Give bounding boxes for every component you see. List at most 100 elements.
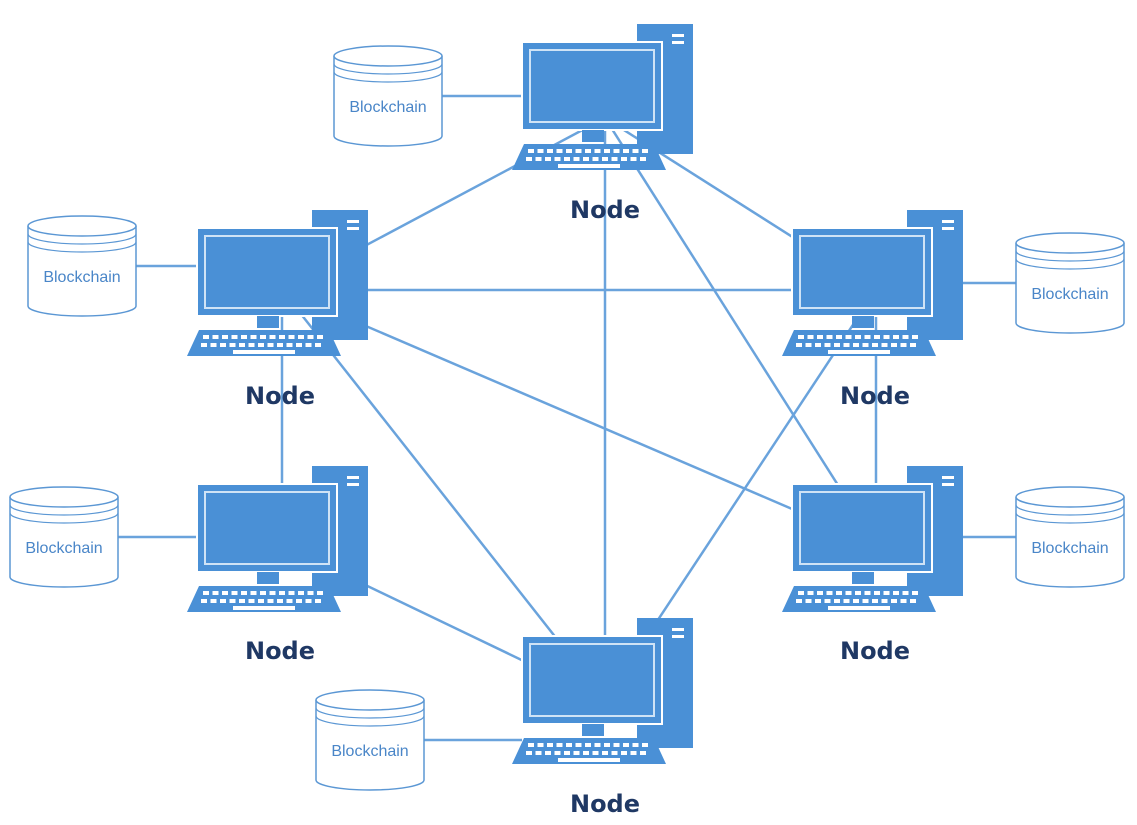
monitor-stand-icon — [852, 572, 874, 584]
keyboard-key-icon — [203, 335, 209, 339]
keyboard-key-icon — [843, 343, 850, 347]
keyboard-key-icon — [881, 599, 888, 603]
keyboard-key-icon — [805, 599, 812, 603]
keyboard-key-icon — [229, 599, 236, 603]
blockchain-label: Blockchain — [331, 743, 408, 760]
keyboard-key-icon — [845, 591, 852, 595]
keyboard-key-icon — [642, 149, 648, 153]
node-label: Node — [840, 637, 910, 665]
monitor-stand-icon — [582, 724, 604, 736]
keyboard-key-icon — [277, 599, 283, 603]
keyboard-key-icon — [604, 149, 610, 153]
keyboard-key-icon — [222, 591, 228, 595]
keyboard-key-icon — [815, 343, 821, 347]
monitor-screen — [529, 643, 655, 717]
keyboard-key-icon — [826, 591, 833, 595]
keyboard-key-icon — [296, 599, 302, 603]
keyboard-key-icon — [843, 599, 850, 603]
keyboard-key-icon — [910, 599, 916, 603]
keyboard-key-icon — [864, 591, 871, 595]
database-ring-icon — [1015, 258, 1125, 270]
keyboard-key-icon — [296, 343, 302, 347]
keyboard-key-icon — [874, 591, 880, 595]
database-top-icon — [27, 215, 137, 237]
keyboard-key-icon — [862, 599, 869, 603]
database-links — [118, 94, 1016, 742]
network-link-upper-left-to-bottom — [281, 289, 606, 701]
monitor-screen — [799, 491, 925, 565]
keyboard-key-icon — [258, 599, 264, 603]
keyboard-key-icon — [566, 743, 572, 747]
blockchain-label: Blockchain — [349, 99, 426, 116]
database-top-icon — [1015, 486, 1125, 508]
keyboard-key-icon — [566, 149, 572, 153]
keyboard-key-icon — [250, 335, 257, 339]
keyboard-key-icon — [575, 149, 582, 153]
keyboard-key-icon — [613, 743, 620, 747]
database-ring-icon — [1015, 504, 1125, 516]
keyboard-key-icon — [241, 335, 247, 339]
keyboard-key-icon — [564, 751, 570, 755]
database-cylinder-icon — [333, 56, 443, 147]
keyboard-key-icon — [853, 343, 859, 347]
keyboard-key-icon — [305, 599, 312, 603]
database-ring-icon — [315, 707, 425, 719]
tower-slot-icon — [942, 476, 954, 479]
keyboard-key-icon — [807, 335, 814, 339]
keyboard-key-icon — [229, 343, 236, 347]
keyboard-key-icon — [298, 591, 304, 595]
keyboard-key-icon — [231, 591, 238, 595]
keyboard-key-icon — [547, 149, 553, 153]
keyboard-key-icon — [881, 343, 888, 347]
keyboard-key-icon — [902, 591, 909, 595]
keyboard-key-icon — [864, 335, 871, 339]
keyboard-key-icon — [893, 591, 899, 595]
keyboard-key-icon — [288, 591, 295, 595]
keyboard-key-icon — [621, 157, 627, 161]
monitor-stand-icon — [257, 572, 279, 584]
keyboard-key-icon — [573, 751, 580, 755]
keyboard-key-icon — [315, 599, 321, 603]
tower-slot-icon — [942, 227, 954, 230]
keyboard-key-icon — [222, 335, 228, 339]
keyboard-spacebar-icon — [233, 606, 295, 610]
database-cylinder-icon — [1015, 497, 1125, 588]
keyboard-spacebar-icon — [828, 606, 890, 610]
database-top-icon — [315, 689, 425, 711]
keyboard-key-icon — [554, 751, 561, 755]
blockchain-database-bottom: Blockchain — [315, 689, 425, 791]
keyboard-key-icon — [817, 335, 823, 339]
keyboard-key-icon — [535, 751, 542, 755]
keyboard-key-icon — [853, 599, 859, 603]
tower-slot-icon — [672, 628, 684, 631]
keyboard-key-icon — [269, 335, 276, 339]
keyboard-key-icon — [796, 599, 802, 603]
database-ring-icon — [1015, 250, 1125, 262]
database-ring-icon — [9, 504, 119, 516]
tower-slot-icon — [672, 41, 684, 44]
keyboard-key-icon — [239, 599, 245, 603]
keyboard-key-icon — [592, 157, 599, 161]
keyboard-key-icon — [611, 751, 618, 755]
keyboard-key-icon — [630, 157, 637, 161]
keyboard-key-icon — [210, 343, 217, 347]
keyboard-key-icon — [537, 743, 544, 747]
keyboard-key-icon — [279, 591, 285, 595]
database-ring-icon — [1015, 512, 1125, 524]
blockchain-label: Blockchain — [25, 540, 102, 557]
keyboard-key-icon — [807, 591, 814, 595]
database-cylinder-icon — [9, 497, 119, 588]
keyboard-key-icon — [212, 591, 219, 595]
keyboard-key-icon — [834, 599, 840, 603]
node-label: Node — [245, 637, 315, 665]
keyboard-key-icon — [602, 157, 608, 161]
keyboard-key-icon — [279, 335, 285, 339]
keyboard-key-icon — [241, 591, 247, 595]
keyboard-key-icon — [220, 343, 226, 347]
network-link-top-to-lower-right — [603, 117, 878, 546]
blockchain-label: Blockchain — [43, 269, 120, 286]
database-top-icon — [333, 45, 443, 67]
